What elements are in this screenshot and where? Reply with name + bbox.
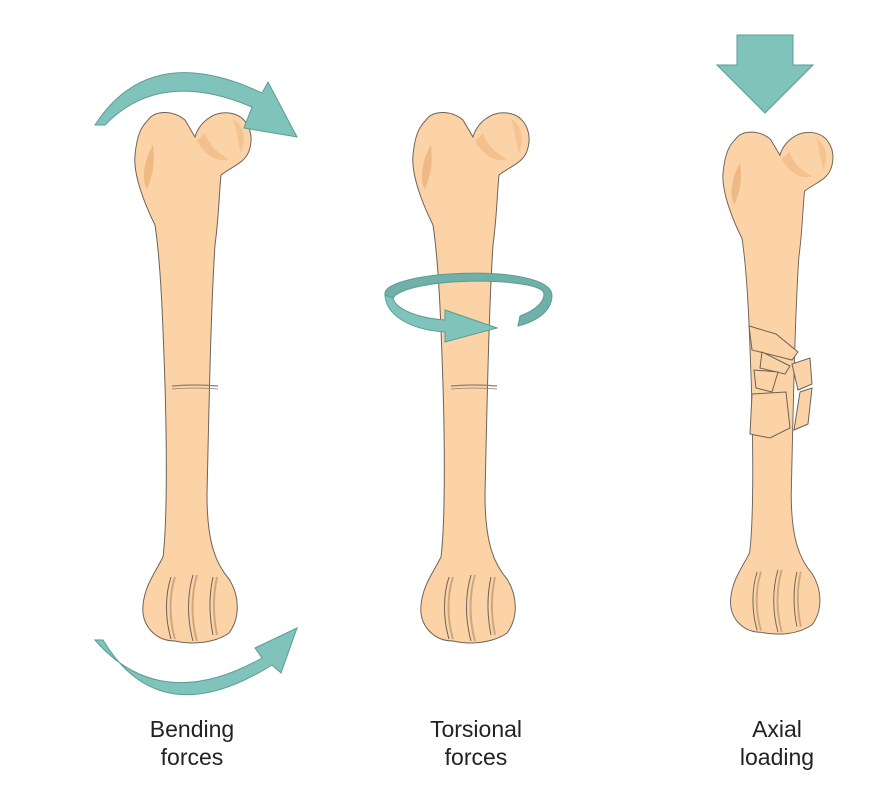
bending-arrow-bottom-icon xyxy=(93,627,298,696)
femur-bending xyxy=(133,111,252,644)
caption-line-2: forces xyxy=(444,744,508,770)
femur-axial xyxy=(721,131,834,636)
fracture-fragments xyxy=(748,325,813,439)
axial-load-arrow-icon xyxy=(715,34,815,114)
caption-axial: Axial loading xyxy=(677,715,877,771)
caption-line-1: Torsional xyxy=(429,716,523,742)
torsion-arrow-icon xyxy=(384,294,499,343)
caption-line-1: Bending xyxy=(149,716,235,742)
caption-line-2: forces xyxy=(160,744,224,770)
torsion-ring-back-icon xyxy=(384,272,553,327)
hairline-crack xyxy=(450,384,498,387)
caption-line-2: loading xyxy=(739,744,815,770)
bending-arrow-top-icon xyxy=(94,72,298,138)
caption-line-1: Axial xyxy=(752,716,802,742)
axial-panel xyxy=(715,34,834,636)
caption-bending: Bending forces xyxy=(92,715,292,771)
torsional-panel xyxy=(384,111,553,644)
femur-torsional xyxy=(411,111,530,644)
caption-torsional: Torsional forces xyxy=(376,715,576,771)
hairline-crack xyxy=(171,384,219,387)
bending-panel xyxy=(93,72,298,696)
